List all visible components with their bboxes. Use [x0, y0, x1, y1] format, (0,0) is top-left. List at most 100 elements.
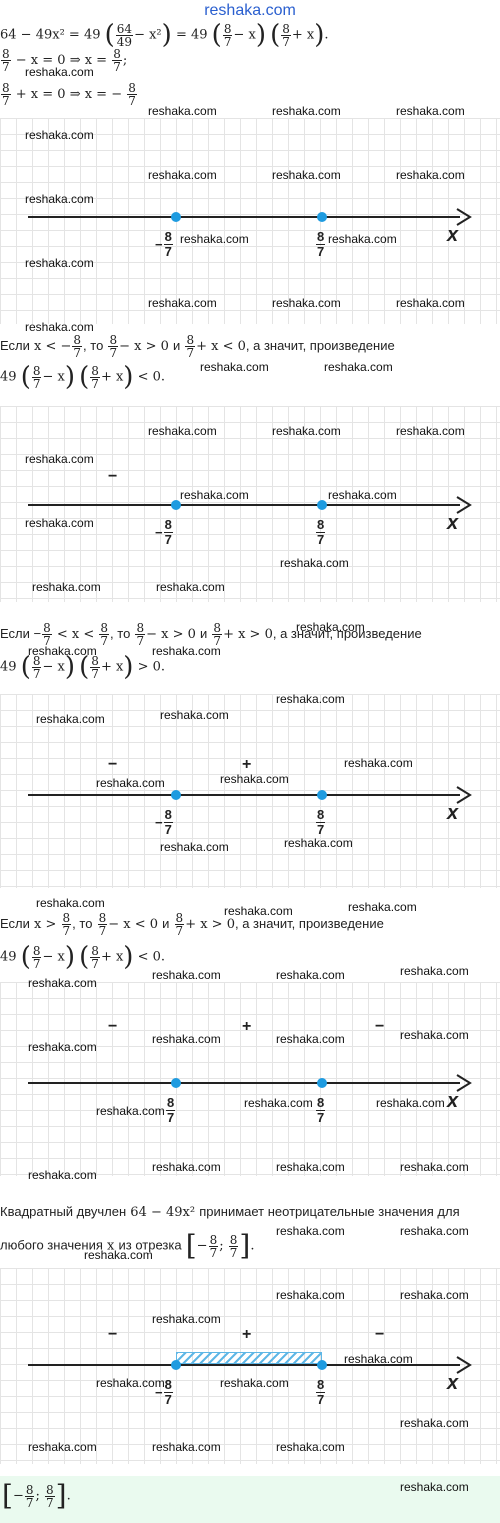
watermark: reshaka.com [28, 1168, 97, 1182]
point-left [171, 500, 181, 510]
watermark: reshaka.com [348, 900, 417, 914]
axis-label: x [447, 1090, 459, 1112]
watermark: reshaka.com [400, 1028, 469, 1042]
watermark: reshaka.com [28, 1040, 97, 1054]
watermark: reshaka.com [25, 320, 94, 334]
watermark: reshaka.com [152, 1160, 221, 1174]
axis-line [28, 794, 460, 796]
axis-line [28, 1082, 460, 1084]
watermark: reshaka.com [25, 192, 94, 206]
watermark: reshaka.com [152, 1440, 221, 1454]
watermark: reshaka.com [272, 104, 341, 118]
watermark: reshaka.com [152, 644, 221, 658]
watermark: reshaka.com [324, 360, 393, 374]
watermark: reshaka.com [244, 1096, 313, 1110]
watermark: reshaka.com [25, 452, 94, 466]
watermark: reshaka.com [36, 712, 105, 726]
axis-label: x [447, 224, 459, 246]
watermark: reshaka.com [152, 1032, 221, 1046]
sign-minus-right: − [375, 1326, 385, 1343]
watermark: reshaka.com [276, 1160, 345, 1174]
sign-plus: + [242, 1326, 252, 1343]
watermark: reshaka.com [148, 424, 217, 438]
sign-minus-right: − [375, 1018, 385, 1035]
watermark: reshaka.com [400, 1288, 469, 1302]
watermark: reshaka.com [148, 104, 217, 118]
axis-line [28, 216, 460, 218]
watermark: reshaka.com [200, 360, 269, 374]
watermark: reshaka.com [400, 1480, 469, 1494]
watermark: reshaka.com [28, 644, 97, 658]
watermark: reshaka.com [276, 1224, 345, 1238]
watermark: reshaka.com [296, 620, 365, 634]
watermark: reshaka.com [400, 964, 469, 978]
axis-line [28, 1364, 460, 1366]
point-right [317, 790, 327, 800]
watermark: reshaka.com [160, 840, 229, 854]
watermark: reshaka.com [224, 904, 293, 918]
sign-minus: − [108, 1326, 118, 1343]
watermark: reshaka.com [276, 1288, 345, 1302]
sign-minus: − [108, 468, 118, 485]
point-left [171, 1078, 181, 1088]
expr-text: 64 − 49x² = 49 [0, 27, 101, 43]
watermark: reshaka.com [276, 692, 345, 706]
watermark: reshaka.com [32, 580, 101, 594]
watermark: reshaka.com [96, 1376, 165, 1390]
watermark: reshaka.com [220, 1376, 289, 1390]
watermark: reshaka.com [25, 516, 94, 530]
point-left [171, 1360, 181, 1370]
watermark: reshaka.com [180, 488, 249, 502]
watermark: reshaka.com [344, 756, 413, 770]
watermark: reshaka.com [396, 168, 465, 182]
watermark: reshaka.com [84, 1248, 153, 1262]
axis-label: x [447, 512, 459, 534]
conclusion-line-1: Квадратный двучлен 64 − 49x² принимает н… [0, 1204, 460, 1220]
watermark: reshaka.com [36, 896, 105, 910]
watermark: reshaka.com [272, 424, 341, 438]
site-brand[interactable]: reshaka.com [204, 2, 296, 19]
watermark: reshaka.com [396, 296, 465, 310]
watermark: reshaka.com [180, 232, 249, 246]
watermark: reshaka.com [328, 488, 397, 502]
watermark: reshaka.com [28, 976, 97, 990]
watermark: reshaka.com [25, 65, 94, 79]
sign-minus: − [108, 1018, 118, 1035]
watermark: reshaka.com [25, 256, 94, 270]
watermark: reshaka.com [376, 1096, 445, 1110]
solution-interval-hatch [176, 1352, 322, 1364]
watermark: reshaka.com [276, 968, 345, 982]
watermark: reshaka.com [96, 776, 165, 790]
axis-label: x [447, 1372, 459, 1394]
point-left [171, 212, 181, 222]
point-right [317, 1360, 327, 1370]
watermark: reshaka.com [400, 1416, 469, 1430]
watermark: reshaka.com [396, 104, 465, 118]
watermark: reshaka.com [400, 1160, 469, 1174]
watermark: reshaka.com [28, 1440, 97, 1454]
